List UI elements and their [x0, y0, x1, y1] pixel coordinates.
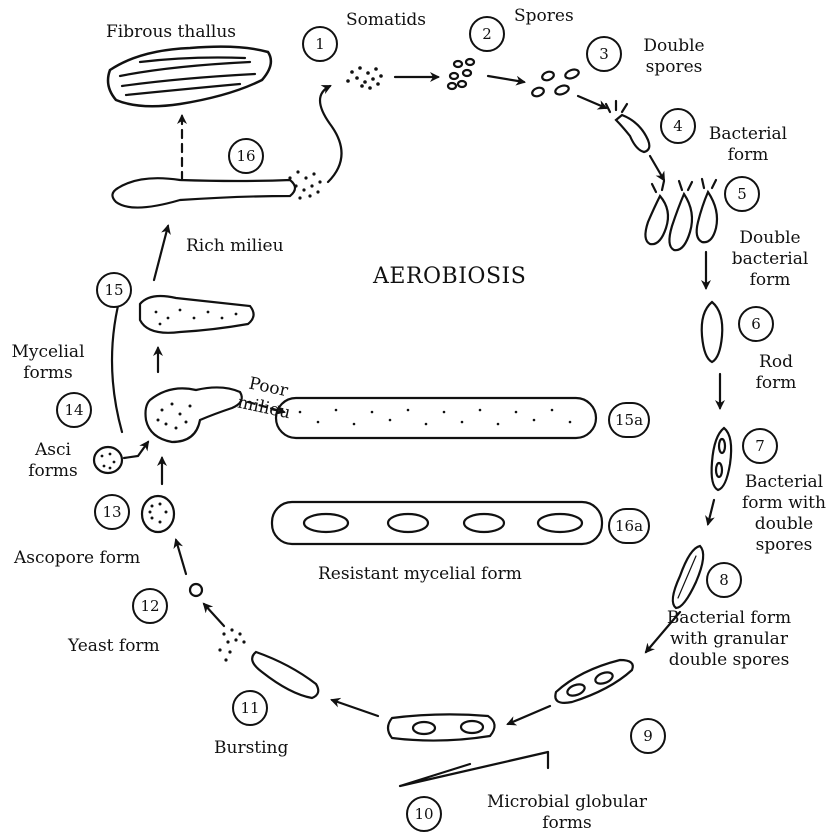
stage-number-1: 1 — [302, 26, 338, 62]
globular-form-9-shape — [555, 660, 632, 703]
label-mycelial-forms: Mycelial forms — [8, 342, 88, 384]
bacterial-form-shape — [606, 101, 649, 152]
mycelial-15-dots — [155, 309, 238, 326]
bacterial-double-spores-shape — [712, 428, 732, 490]
arrow-16-1 — [320, 86, 342, 182]
stage-number-13: 13 — [94, 494, 130, 530]
label-bacterial-form-granular-double-spores: Bacterial form with granular double spor… — [658, 608, 800, 671]
diagram-title: AEROBIOSIS — [373, 264, 526, 289]
double-bacterial-form-shape — [645, 179, 717, 250]
label-ascopore-form: Ascopore form — [14, 548, 140, 569]
arrow-3-4 — [578, 96, 606, 108]
label-bacterial-form-double-spores: Bacterial form with double spores — [736, 472, 832, 556]
stage-number-4: 4 — [660, 108, 696, 144]
stage-number-12: 12 — [132, 588, 168, 624]
stage-number-3: 3 — [586, 36, 622, 72]
asci-forms-shape — [94, 447, 122, 473]
label-asci-forms: Asci forms — [26, 440, 80, 482]
spores-shape — [448, 59, 474, 89]
arrow-10-11 — [332, 700, 378, 716]
stage-number-15: 15 — [96, 272, 132, 308]
stage-number-11: 11 — [232, 690, 268, 726]
arrow-11-12 — [204, 604, 224, 626]
label-fibrous-thallus: Fibrous thallus — [106, 22, 236, 43]
stage-number-9: 9 — [630, 718, 666, 754]
label-rich-milieu: Rich milieu — [186, 236, 284, 257]
fibrous-thallus-shape — [108, 47, 271, 107]
stage-number-16a: 16a — [608, 508, 650, 544]
arrow-7-8 — [708, 500, 714, 524]
stage-number-6: 6 — [738, 306, 774, 342]
long-form-15a-dots — [299, 409, 572, 426]
stage-number-16: 16 — [228, 138, 264, 174]
label-rod-form: Rod form — [748, 352, 804, 394]
label-double-spores: Double spores — [632, 36, 716, 78]
stage-number-5: 5 — [724, 176, 760, 212]
yeast-form-shape — [190, 584, 202, 596]
asci-dots — [101, 453, 116, 470]
stage-number-10: 10 — [406, 796, 442, 832]
label-resistant-mycelial-form: Resistant mycelial form — [318, 564, 522, 585]
double-spores-shape — [531, 68, 580, 98]
ascopore-dots — [149, 503, 168, 524]
long-form-15a-shape — [276, 398, 596, 438]
label-bacterial-form: Bacterial form — [702, 124, 794, 166]
ascopore-form-shape — [142, 496, 174, 532]
label-somatids: Somatids — [346, 10, 426, 31]
label-double-bacterial-form: Double bacterial form — [728, 228, 812, 291]
arrow-asci-14 — [124, 442, 148, 458]
bursting-dots — [218, 628, 245, 661]
globular-forms-bracket — [400, 752, 548, 786]
mycelial-form-14-shape — [146, 387, 242, 442]
bacterial-granular-spores-shape — [673, 546, 703, 608]
label-bursting: Bursting — [214, 738, 288, 759]
bursting-shape — [252, 652, 318, 698]
resistant-mycelial-form-shape — [272, 502, 602, 544]
label-yeast-form: Yeast form — [68, 636, 160, 657]
long-form-16-shape — [112, 178, 295, 207]
mycelial-forms-bracket — [112, 290, 122, 432]
arrow-rich-milieu — [154, 226, 168, 280]
label-microbial-globular-forms: Microbial globular forms — [484, 792, 650, 834]
rod-form-shape — [702, 302, 723, 362]
stage-number-7: 7 — [742, 428, 778, 464]
arrow-9-10 — [508, 706, 550, 724]
stage-number-14: 14 — [56, 392, 92, 428]
arrow-12-13 — [176, 540, 186, 574]
arrow-2-3 — [488, 76, 524, 82]
globular-form-10-shape — [388, 714, 495, 740]
stage-number-15a: 15a — [608, 402, 650, 438]
stage-number-8: 8 — [706, 562, 742, 598]
somatids-dots — [346, 66, 383, 90]
stage-number-2: 2 — [469, 16, 505, 52]
label-spores: Spores — [514, 6, 574, 27]
mycelial-14-dots — [157, 403, 192, 430]
arrow-4-5 — [650, 156, 664, 180]
